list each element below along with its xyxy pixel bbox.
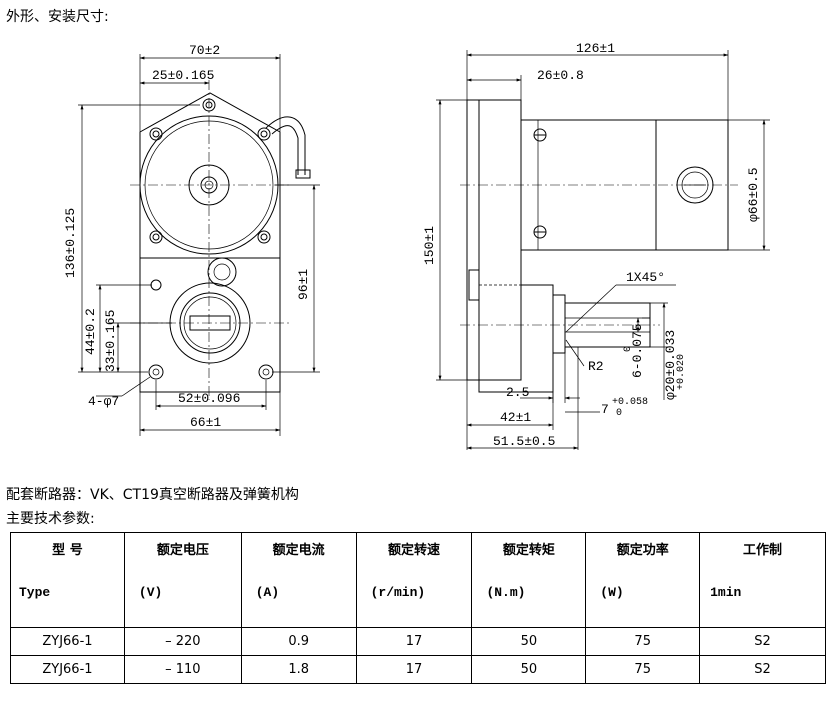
dim-lower-offset: 33±0.165 — [103, 310, 118, 372]
header-torque-cn: 额定转矩 — [502, 543, 555, 558]
table-row: ZYJ66-1 – 110 1.8 17 50 75 S2 — [10, 655, 826, 684]
cell-voltage: – 110 — [123, 655, 242, 684]
header-duty-cn: 工作制 — [743, 543, 783, 558]
dim-lower-height: 44±0.2 — [83, 308, 98, 355]
dim-base-width: 66±1 — [190, 415, 221, 430]
header-speed-cn: 额定转速 — [388, 543, 441, 558]
dim-shaft-dia: φ20±0.033 — [663, 330, 678, 400]
header-power: 额定功率 (W) — [585, 532, 701, 628]
header-voltage-en: (V) — [138, 585, 163, 600]
cell-speed: 17 — [355, 655, 473, 684]
dim-key-depth: 7 — [601, 402, 609, 417]
dimensions-heading: 外形、安装尺寸: — [6, 9, 109, 25]
dim-len-42: 42±1 — [500, 410, 531, 425]
dim-shaft-dia-tol: +0.020 — [676, 354, 687, 390]
header-current: 额定电流 (A) — [240, 532, 357, 628]
cell-torque: 50 — [471, 627, 587, 656]
header-speed-en: (r/min) — [370, 585, 426, 600]
dim-width-total: 70±2 — [189, 43, 220, 58]
breaker-line: 配套断路器：VK、CT19真空断路器及弹簧机构 — [6, 487, 299, 503]
cell-current: 0.9 — [240, 627, 357, 656]
dim-chamfer: 1X45° — [626, 270, 665, 285]
header-type-cn: 型 号 — [52, 543, 83, 558]
dim-flange-len: 26±0.8 — [537, 68, 584, 83]
dim-key-width: 6-0.075 — [630, 323, 645, 378]
dim-motor-dia: φ66±0.5 — [746, 167, 761, 222]
cell-type: ZYJ66-1 — [10, 655, 125, 684]
dim-holes: 4-φ7 — [88, 394, 119, 409]
header-duty: 工作制 1min — [699, 532, 826, 628]
table-row: ZYJ66-1 – 220 0.9 17 50 75 S2 — [10, 627, 826, 656]
header-duty-en: 1min — [710, 585, 742, 600]
dim-height-total: 136±0.125 — [63, 208, 78, 278]
header-voltage: 额定电压 (V) — [123, 532, 242, 628]
header-speed: 额定转速 (r/min) — [355, 532, 473, 628]
dim-height-right: 96±1 — [296, 269, 311, 300]
header-power-en: (W) — [600, 585, 624, 600]
dim-shaft-step: 2.5 — [506, 385, 529, 400]
header-voltage-cn: 额定电压 — [156, 543, 209, 558]
dim-hole-spacing: 52±0.096 — [178, 391, 240, 406]
cell-current: 1.8 — [240, 655, 357, 684]
dim-offset-top: 25±0.165 — [152, 68, 214, 83]
cell-power: 75 — [585, 627, 701, 656]
header-torque-en: (N.m) — [486, 585, 526, 600]
header-power-cn: 额定功率 — [616, 543, 669, 558]
header-current-cn: 额定电流 — [272, 543, 325, 558]
cell-duty: S2 — [699, 627, 826, 656]
cell-torque: 50 — [471, 655, 587, 684]
header-torque: 额定转矩 (N.m) — [471, 532, 587, 628]
side-view: 126±1 26±0.8 φ66±0.5 150±1 1X45° R2 6-0.… — [422, 41, 770, 450]
dim-radius: R2 — [588, 359, 604, 374]
dim-len-515: 51.5±0.5 — [493, 434, 555, 449]
cell-duty: S2 — [699, 655, 826, 684]
dim-key-width-top: 0 — [623, 346, 634, 352]
spec-table: 型 号 Type 额定电压 (V) 额定电流 (A) 额定转速 (r/min) … — [10, 532, 826, 684]
cell-power: 75 — [585, 655, 701, 684]
technical-drawing: 70±2 25±0.165 136±0.125 96±1 44±0.2 33±0… — [63, 41, 770, 450]
dim-key-depth-tol-low: 0 — [616, 408, 622, 419]
header-type-en: Type — [19, 585, 51, 600]
dim-length-total: 126±1 — [576, 41, 615, 56]
table-header-row: 型 号 Type 额定电压 (V) 额定电流 (A) 额定转速 (r/min) … — [10, 532, 826, 628]
cell-type: ZYJ66-1 — [10, 627, 125, 656]
header-current-en: (A) — [255, 585, 280, 600]
cell-voltage: – 220 — [123, 627, 242, 656]
front-view: 70±2 25±0.165 136±0.125 96±1 44±0.2 33±0… — [63, 43, 320, 436]
cell-speed: 17 — [355, 627, 473, 656]
params-heading: 主要技术参数: — [6, 511, 95, 527]
header-type: 型 号 Type — [10, 532, 125, 628]
dim-height: 150±1 — [422, 226, 437, 265]
dim-key-depth-tol-up: +0.058 — [612, 397, 648, 408]
